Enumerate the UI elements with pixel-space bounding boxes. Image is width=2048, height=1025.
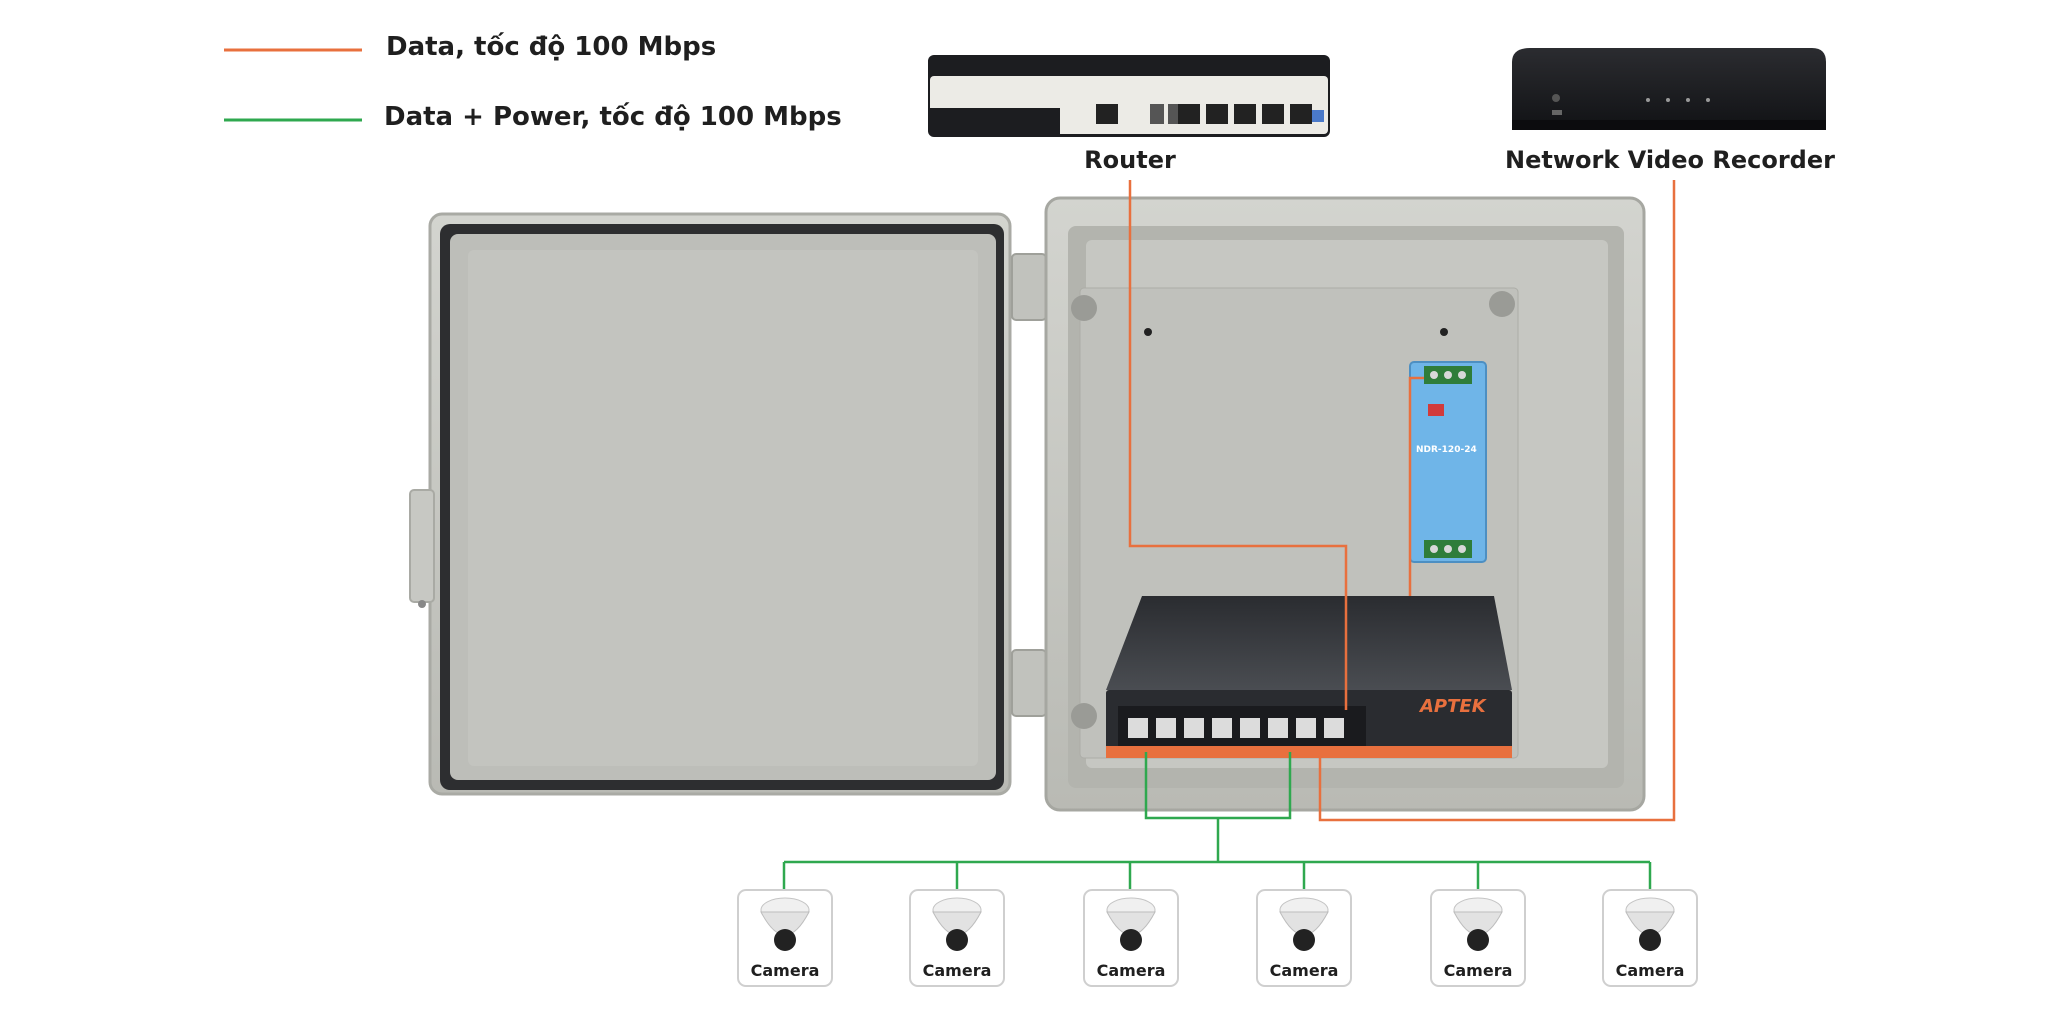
camera-6 bbox=[1602, 889, 1698, 987]
camera-2 bbox=[909, 889, 1005, 987]
camera-3 bbox=[1083, 889, 1179, 987]
switch-brand-logo: APTEK bbox=[1420, 696, 1486, 717]
psu-power-line bbox=[1408, 376, 1424, 596]
legend-data-power-label: Data + Power, tốc độ 100 Mbps bbox=[384, 102, 842, 132]
camera-1-label: Camera bbox=[750, 961, 820, 980]
poe-switch bbox=[1106, 596, 1512, 758]
nvr-label: Network Video Recorder bbox=[1505, 146, 1835, 174]
camera-3-label: Camera bbox=[1096, 961, 1166, 980]
router-label: Router bbox=[1084, 146, 1176, 174]
camera-6-label: Camera bbox=[1615, 961, 1685, 980]
psu-model-label: NDR-120-24 bbox=[1416, 445, 1477, 455]
camera-4-label: Camera bbox=[1269, 961, 1339, 980]
camera-5 bbox=[1430, 889, 1526, 987]
enclosure-lid bbox=[409, 212, 1012, 796]
nvr-device bbox=[1512, 48, 1826, 130]
router-device bbox=[928, 55, 1330, 137]
camera-2-label: Camera bbox=[922, 961, 992, 980]
camera-5-label: Camera bbox=[1443, 961, 1513, 980]
router-to-switch-line bbox=[1128, 180, 1348, 710]
nvr-to-switch-line bbox=[1318, 180, 1676, 822]
camera-1 bbox=[737, 889, 833, 987]
power-supply bbox=[1409, 361, 1487, 563]
legend-data-label: Data, tốc độ 100 Mbps bbox=[386, 32, 717, 62]
data-connections bbox=[1128, 180, 1676, 822]
camera-4 bbox=[1256, 889, 1352, 987]
